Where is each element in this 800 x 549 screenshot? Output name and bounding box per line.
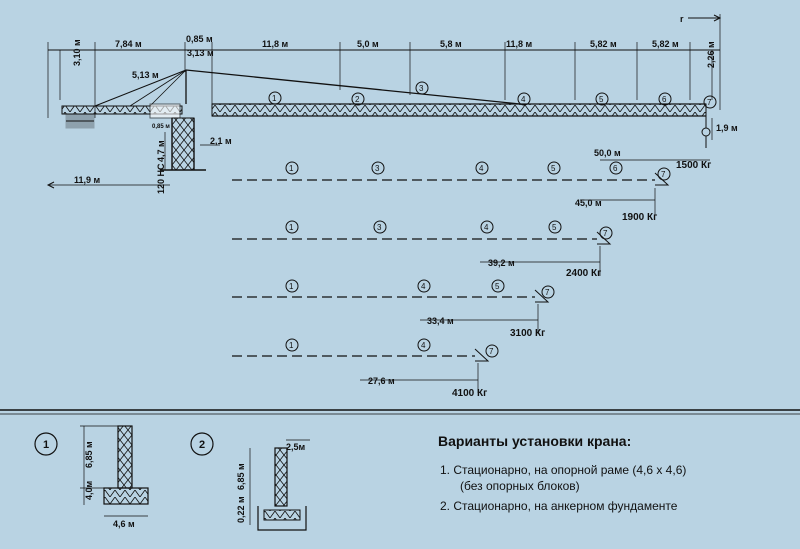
section-6: 6	[658, 92, 672, 106]
svg-text:1: 1	[272, 94, 277, 103]
dim-118-b: 11,8 м	[506, 39, 533, 49]
svg-text:6: 6	[613, 164, 618, 173]
dim-513: 5,13 м	[132, 70, 159, 80]
svg-text:7: 7	[489, 347, 494, 356]
dim-313: 3,13 м	[187, 48, 214, 58]
svg-text:7: 7	[545, 288, 550, 297]
load-4100: 4100 Кг	[452, 388, 487, 399]
install-figure-1	[34, 425, 149, 517]
fig-1-dim-46: 4,6 м	[113, 519, 135, 529]
svg-text:7: 7	[661, 170, 666, 179]
jib-sections: 1 2 3 4 5 6 7	[268, 81, 717, 109]
fig-1-dim-685: 6,85 м	[84, 441, 94, 468]
fig-2-number: 2	[199, 439, 205, 451]
fig-2-dim-022: 0,22 м	[236, 496, 246, 523]
fig-1-number: 1	[43, 439, 49, 451]
dim-784: 7,84 м	[115, 39, 142, 49]
section-4: 4	[517, 92, 531, 106]
variants-title: Варианты установки крана:	[438, 433, 631, 449]
config-4-sections: 1 4 7	[285, 338, 499, 358]
svg-text:6: 6	[662, 95, 667, 104]
main-dimension-labels: 3,10 м 7,84 м 0,85 м 3,13 м 11,8 м 5,0 м…	[72, 14, 738, 194]
section-7: 7	[703, 95, 717, 109]
dim-310: 3,10 м	[72, 39, 82, 66]
load-3100: 3100 Кг	[510, 328, 545, 339]
reach-334: 33,4 м	[427, 316, 454, 326]
svg-text:4: 4	[421, 282, 426, 291]
svg-text:3: 3	[377, 223, 382, 232]
svg-text:5: 5	[599, 95, 604, 104]
load-1900: 1900 Кг	[622, 212, 657, 223]
svg-text:5: 5	[551, 164, 556, 173]
dim-58: 5,8 м	[440, 39, 462, 49]
section-3: 3	[415, 81, 429, 95]
config-ends	[360, 172, 670, 393]
svg-text:5: 5	[495, 282, 500, 291]
dim-r: r	[680, 14, 684, 24]
dim-582-a: 5,82 м	[590, 39, 617, 49]
svg-text:1: 1	[289, 282, 294, 291]
config-3-sections: 1 4 5 7	[285, 279, 555, 299]
fig-2-dim-25: 2,5м	[286, 442, 306, 452]
svg-text:4: 4	[484, 223, 489, 232]
svg-text:5: 5	[552, 223, 557, 232]
svg-text:7: 7	[707, 98, 712, 107]
load-2400: 2400 Кг	[566, 268, 601, 279]
config-1-sections: 1 3 4 5 6 7	[285, 161, 671, 181]
install-variants-text: Варианты установки крана: 1. Стационарно…	[438, 433, 686, 513]
section-1: 1	[268, 91, 282, 105]
install-figure-2	[190, 432, 310, 531]
dim-119: 11,9 м	[74, 175, 101, 185]
config-lines	[232, 179, 655, 357]
svg-text:4: 4	[521, 95, 526, 104]
variant-1-line-2: (без опорных блоков)	[460, 479, 580, 493]
dim-hc: 120 НС	[156, 163, 166, 194]
svg-text:4: 4	[421, 341, 426, 350]
svg-text:7: 7	[603, 229, 608, 238]
dim-118-a: 11,8 м	[262, 39, 289, 49]
svg-text:1: 1	[289, 223, 294, 232]
svg-text:2: 2	[355, 95, 360, 104]
fig-2-dim-685: 6,85 м	[236, 463, 246, 490]
fig-1-dim-40: 4,0м	[84, 480, 94, 500]
load-1500: 1500 Кг	[676, 160, 711, 171]
svg-text:3: 3	[419, 84, 424, 93]
dim-085-small: 0,85 м	[152, 124, 170, 130]
dim-582-b: 5,82 м	[652, 39, 679, 49]
dim-47: 4,7 м	[156, 140, 166, 162]
variant-2: 2. Стационарно, на анкерном фундаменте	[440, 499, 678, 513]
dim-085: 0,85 м	[186, 34, 213, 44]
config-2-sections: 1 3 4 5 7	[285, 220, 613, 240]
svg-text:1: 1	[289, 341, 294, 350]
reach-276: 27,6 м	[368, 376, 395, 386]
variant-1-line-1: 1. Стационарно, на опорной раме (4,6 х 4…	[440, 463, 686, 477]
dim-19: 1,9 м	[716, 123, 738, 133]
section-5: 5	[595, 92, 609, 106]
reach-50: 50,0 м	[594, 148, 621, 158]
dim-226: 2,26 м	[706, 41, 716, 68]
section-2: 2	[351, 92, 365, 106]
dim-21: 2,1 м	[210, 136, 232, 146]
svg-text:1: 1	[289, 164, 294, 173]
svg-text:3: 3	[375, 164, 380, 173]
reach-392: 39,2 м	[488, 258, 515, 268]
reach-45: 45,0 м	[575, 198, 602, 208]
svg-text:4: 4	[479, 164, 484, 173]
dim-50: 5,0 м	[357, 39, 379, 49]
crane-main-view	[46, 14, 722, 189]
